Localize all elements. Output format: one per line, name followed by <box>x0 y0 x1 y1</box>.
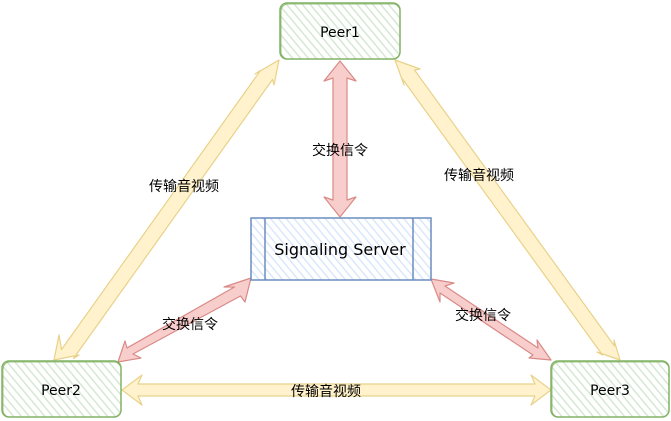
node-signaling-server: Signaling Server <box>250 217 432 281</box>
signal-arrow-peer1-server <box>323 60 357 218</box>
edge-label-peer1-server: 交换信令 <box>312 142 368 159</box>
edge-label-peer2-peer3: 传输音视频 <box>291 383 361 400</box>
node-label-peer2: Peer2 <box>41 383 81 399</box>
node-peer2: Peer2 <box>1 360 122 418</box>
node-peer3: Peer3 <box>550 360 670 418</box>
edge-label-peer1-peer3: 传输音视频 <box>444 167 514 184</box>
edge-label-server-peer2: 交换信令 <box>162 316 218 333</box>
edge-label-peer1-peer2: 传输音视频 <box>149 178 219 195</box>
node-label-signaling-server: Signaling Server <box>274 240 406 259</box>
node-peer1: Peer1 <box>279 2 401 60</box>
edge-label-server-peer3: 交换信令 <box>455 307 511 324</box>
node-label-peer1: Peer1 <box>320 25 360 41</box>
node-label-peer3: Peer3 <box>590 383 630 399</box>
signal-arrow-server-peer3 <box>430 278 552 361</box>
media-arrow-peer1-peer2 <box>53 59 280 361</box>
media-arrow-peer1-peer3 <box>394 59 621 361</box>
